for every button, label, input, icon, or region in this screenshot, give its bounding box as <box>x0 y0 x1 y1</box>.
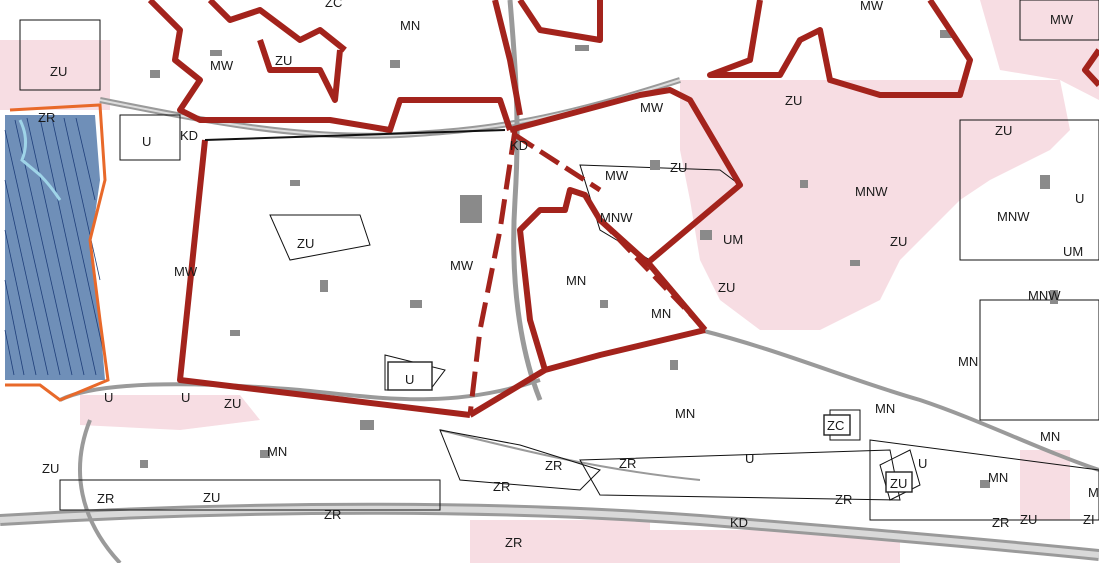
zone-label-kd-south: KD <box>730 515 748 530</box>
zone-label-u-left: U <box>142 134 151 149</box>
zone-label-zu-nw: ZU <box>50 64 67 79</box>
water-area <box>4 115 105 380</box>
label-boxes <box>387 361 913 493</box>
zone-label-zr-south-2: ZR <box>619 456 636 471</box>
zone-label-zu-center-top: ZU <box>670 160 687 175</box>
zone-label-zr-south-1: ZR <box>545 458 562 473</box>
zone-label-um-east: UM <box>723 232 743 247</box>
zone-label-zr-left: ZR <box>38 110 55 125</box>
zone-label-zr-se: ZR <box>992 515 1009 530</box>
zone-boundaries <box>147 0 1099 418</box>
zone-label-mnw-east: MNW <box>855 184 888 199</box>
zone-label-mw-center: MW <box>605 168 629 183</box>
zone-label-kd-center: KD <box>510 138 528 153</box>
zone-label-zu-north: ZU <box>275 53 292 68</box>
zone-label-zu-east-mid: ZU <box>890 234 907 249</box>
zone-label-mw-center-top: MW <box>640 100 664 115</box>
zone-label-mw-north: MW <box>210 58 234 73</box>
zone-label-mn-mid: MN <box>566 273 586 288</box>
zone-label-zr-sw: ZR <box>97 491 114 506</box>
zone-label-u-sw2: U <box>181 390 190 405</box>
zone-label-zr-south-3: ZR <box>493 479 510 494</box>
zone-label-u-plot: U <box>405 372 414 387</box>
plot-outlines <box>19 0 1099 521</box>
zone-label-kd-left: KD <box>180 128 198 143</box>
zone-label-mn-south: MN <box>675 406 695 421</box>
zone-label-zu-south-east: ZU <box>890 476 907 491</box>
zone-label-mnw-center: MNW <box>600 210 633 225</box>
zone-label-mn-far-south-east: MN <box>1040 429 1060 444</box>
zone-label-zc-south: ZC <box>827 418 844 433</box>
zone-label-zu-mid-east: ZU <box>718 280 735 295</box>
zone-label-u-sw: U <box>104 390 113 405</box>
zone-label-mw-top-right: MW <box>860 0 884 13</box>
zone-label-zr-south-5: ZR <box>835 492 852 507</box>
zone-label-mn-south-east: MN <box>875 401 895 416</box>
zone-label-zr-bottom: ZR <box>505 535 522 550</box>
zone-label-um-far-east: UM <box>1063 244 1083 259</box>
orange-boundary <box>5 103 110 402</box>
zone-label-mn-mid-south: MN <box>651 306 671 321</box>
zone-label-zu-se-edge: ZU <box>1020 512 1037 527</box>
buildings <box>140 30 1058 488</box>
zone-label-mnw-right: MNW <box>1028 288 1061 303</box>
zone-label-mw-far-right: MW <box>1050 12 1074 27</box>
zone-label-zi-edge: ZI <box>1083 512 1095 527</box>
zone-label-mn-south-west: MN <box>267 444 287 459</box>
zone-label-mw-mid: MW <box>450 258 474 273</box>
zone-label-u-south-east: U <box>918 456 927 471</box>
zone-label-mnw-far-east: MNW <box>997 209 1030 224</box>
zone-label-mn-top: MN <box>400 18 420 33</box>
zone-label-u-south: U <box>745 451 754 466</box>
zone-label-mn-right: MN <box>958 354 978 369</box>
zone-label-zu-west: ZU <box>297 236 314 251</box>
zone-label-zr-south-4: ZR <box>324 507 341 522</box>
zone-label-m-edge: M <box>1088 485 1099 500</box>
zone-label-u-far-east: U <box>1075 191 1084 206</box>
zone-label-zc-top: ZC <box>325 0 342 10</box>
zone-label-mw-west: MW <box>174 264 198 279</box>
zone-labels: ZU ZC MN MW MW MW ZU ZR U KD KD MW ZU MW… <box>38 0 1099 550</box>
zone-label-zu-east: ZU <box>995 123 1012 138</box>
zone-label-zu-east-top: ZU <box>785 93 802 108</box>
zone-label-zu-sw: ZU <box>224 396 241 411</box>
zone-label-zu-sw-small: ZU <box>203 490 220 505</box>
zone-label-zu-far-west: ZU <box>42 461 59 476</box>
zone-label-mn-se: MN <box>988 470 1008 485</box>
